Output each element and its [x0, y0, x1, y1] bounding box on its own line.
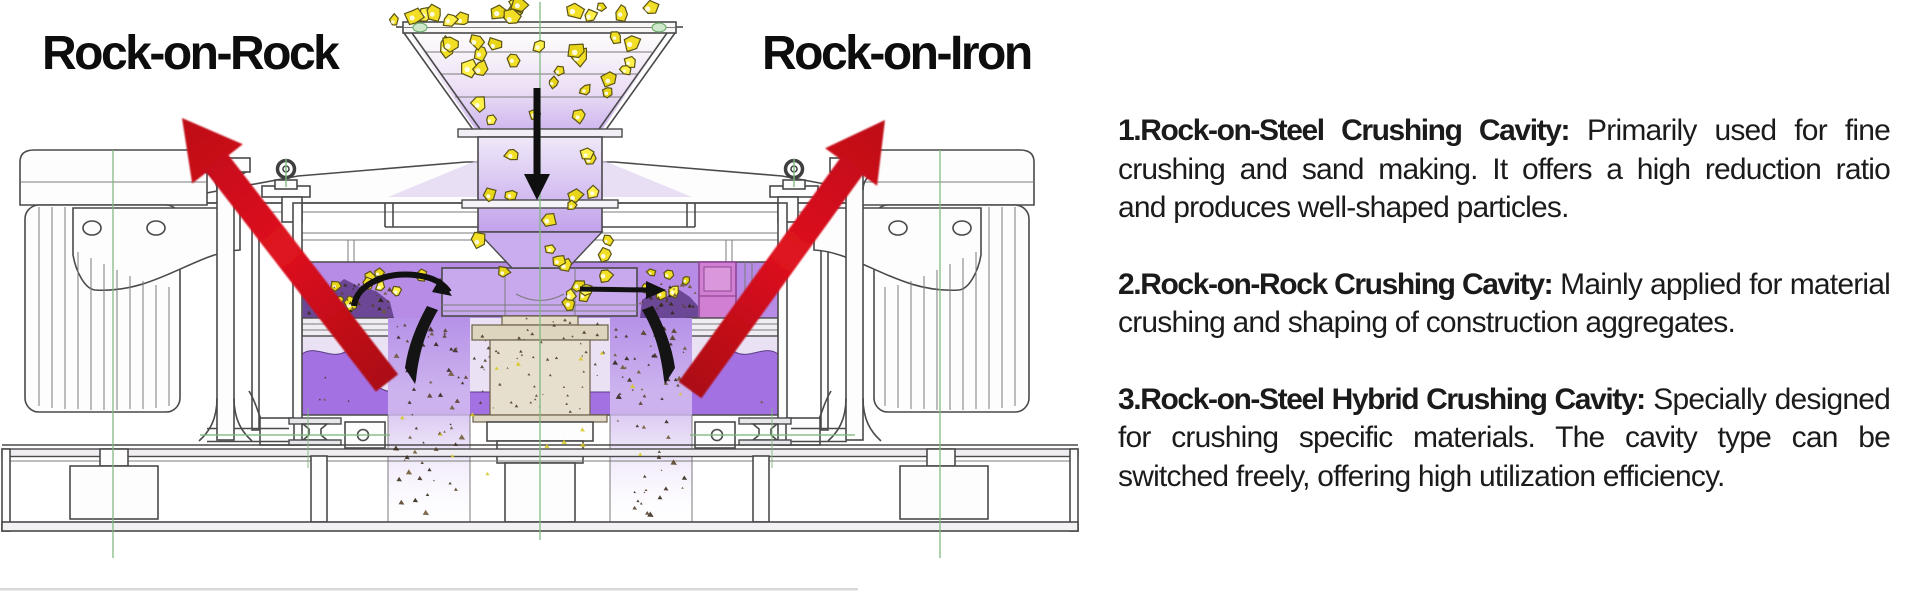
- lifting-eyebolt-right: [781, 157, 807, 191]
- info-paragraph: 3.Rock-on-Steel Hybrid Crushing Cavity: …: [1118, 381, 1891, 497]
- info-line: 3.Rock-on-Steel Hybrid Crushing Cavity: …: [1118, 382, 1891, 416]
- label-rock-on-rock: Rock-on-Rock: [42, 27, 340, 80]
- discharge-streams: [387, 318, 693, 523]
- flow-arrow-right-icon: [579, 286, 649, 293]
- flow-arrow-down-icon: [524, 88, 550, 200]
- lifting-eyebolt-left: [273, 157, 299, 191]
- info-paragraph: 1.Rock-on-Steel Crushing Cavity: Primari…: [1118, 112, 1891, 228]
- baseline-rule: [0, 588, 858, 591]
- label-rock-on-iron: Rock-on-Iron: [762, 27, 1033, 80]
- chamber-wall-left: [292, 202, 303, 446]
- flow-arrow-fall-right-icon: [642, 306, 675, 384]
- crusher-diagram: [0, 0, 1079, 591]
- red-arrow-rock-on-rock: [182, 118, 399, 392]
- info-line: switched freely, offering high utilizati…: [1118, 459, 1725, 493]
- info-line: 1.Rock-on-Steel Crushing Cavity: Primari…: [1118, 114, 1891, 147]
- motor-left: [19, 149, 241, 413]
- hopper-sensor-right: [651, 22, 667, 33]
- material-flow-arrows: [351, 88, 675, 384]
- info-line: and produces well-shaped particles.: [1118, 191, 1569, 224]
- info-line: for crushing specific materials. The cav…: [1118, 421, 1891, 454]
- info-line: 2.Rock-on-Rock Crushing Cavity: Mainly a…: [1118, 267, 1891, 301]
- info-paragraph: 2.Rock-on-Rock Crushing Cavity: Mainly a…: [1118, 266, 1891, 343]
- hopper-sensor-left: [412, 22, 428, 33]
- red-arrow-rock-on-iron: [678, 120, 885, 399]
- info-panel: 1.Rock-on-Steel Crushing Cavity: Primari…: [1118, 112, 1891, 497]
- info-line: crushing and shaping of construction agg…: [1118, 306, 1736, 339]
- crusher-diagram-svg: [0, 0, 1079, 591]
- info-line: crushing and sand making. It offers a hi…: [1118, 152, 1891, 186]
- flow-arrow-fall-left-icon: [405, 306, 438, 384]
